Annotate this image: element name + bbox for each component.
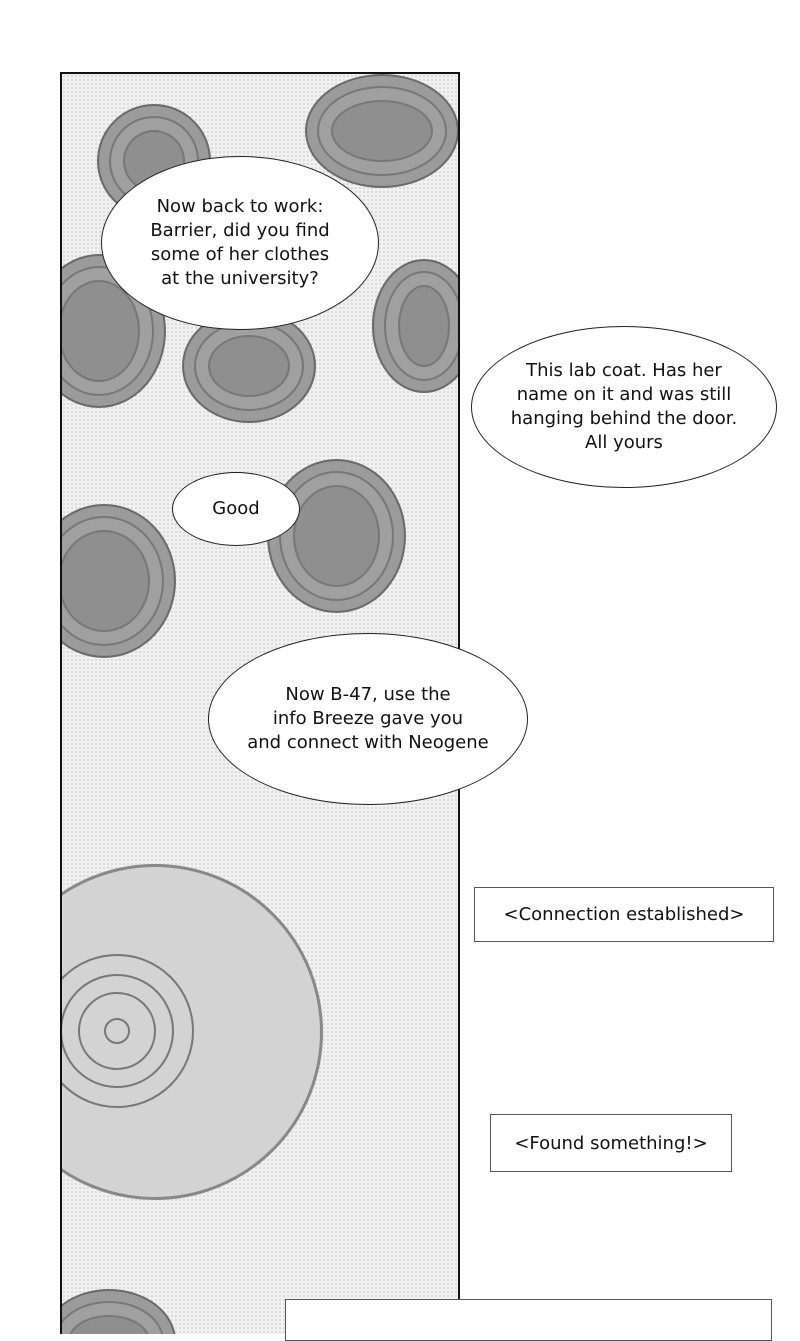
caption-box: <Connection established> [474,887,774,942]
rose-illustration [305,74,458,188]
rose-illustration [62,1289,176,1334]
disc-illustration [62,864,323,1200]
speech-bubble: Now B-47, use the info Breeze gave you a… [208,633,528,805]
rose-illustration [372,259,458,393]
caption-box-empty [285,1299,772,1341]
speech-bubble: Good [172,472,300,546]
rose-illustration [62,504,176,658]
speech-bubble: Now back to work: Barrier, did you find … [101,156,379,330]
caption-box: <Found something!> [490,1114,732,1172]
speech-bubble: This lab coat. Has her name on it and wa… [471,326,777,488]
rose-illustration [267,459,406,613]
